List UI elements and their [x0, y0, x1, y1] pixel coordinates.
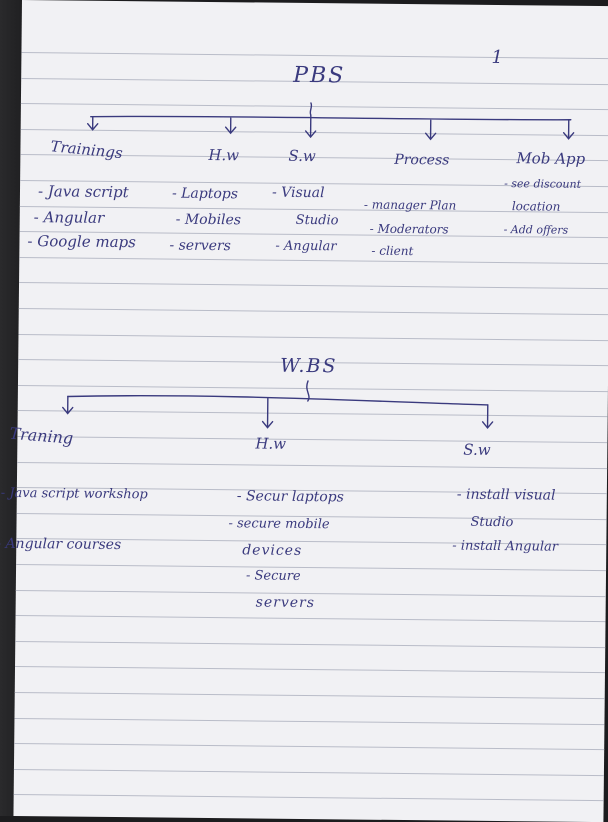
pbs-item: - manager Plan: [363, 197, 457, 213]
pbs-item: Studio: [295, 212, 339, 229]
pbs-category-process: Process: [394, 151, 450, 169]
wbs-item: - Java script workshop: [0, 485, 148, 503]
pbs-item: - Visual: [271, 184, 325, 202]
wbs-item: Studio: [470, 514, 514, 531]
wbs-item: servers: [255, 594, 316, 612]
pbs-item: - see discount: [504, 177, 582, 191]
wbs-item: - install Angular: [452, 538, 559, 555]
pbs-title: PBS: [293, 62, 346, 89]
page-number: 1: [491, 46, 503, 69]
pbs-item: - Add offers: [503, 223, 569, 237]
pbs-item: - client: [371, 243, 414, 259]
pbs-item: - Google maps: [27, 232, 136, 252]
pbs-item: - Angular: [33, 208, 105, 227]
wbs-title: W.BS: [280, 354, 338, 378]
pbs-item: - Moderators: [369, 221, 449, 237]
wbs-item: - Secure: [245, 568, 301, 584]
wbs-item: - Angular courses: [0, 535, 122, 554]
wbs-item: devices: [242, 542, 303, 559]
pbs-item: location: [511, 199, 561, 214]
pbs-item: - Java script: [37, 182, 129, 202]
tree-connectors: [62, 102, 575, 429]
wbs-item: - install visual: [456, 486, 556, 504]
pbs-item: - servers: [169, 237, 231, 255]
wbs-item: - secure mobile: [228, 516, 330, 533]
wbs-category-sw: S.w: [463, 440, 491, 459]
wbs-item: - Secur laptops: [236, 488, 344, 506]
pbs-item: - Mobiles: [175, 211, 242, 229]
pbs-category-hw: H.w: [208, 145, 240, 165]
pbs-category-mob-app: Mob App: [516, 149, 586, 168]
pbs-item: - Laptops: [171, 185, 239, 203]
pbs-item: - Angular: [275, 238, 337, 255]
wbs-category-hw: H.w: [255, 434, 287, 453]
pbs-category-sw: S.w: [288, 146, 316, 166]
